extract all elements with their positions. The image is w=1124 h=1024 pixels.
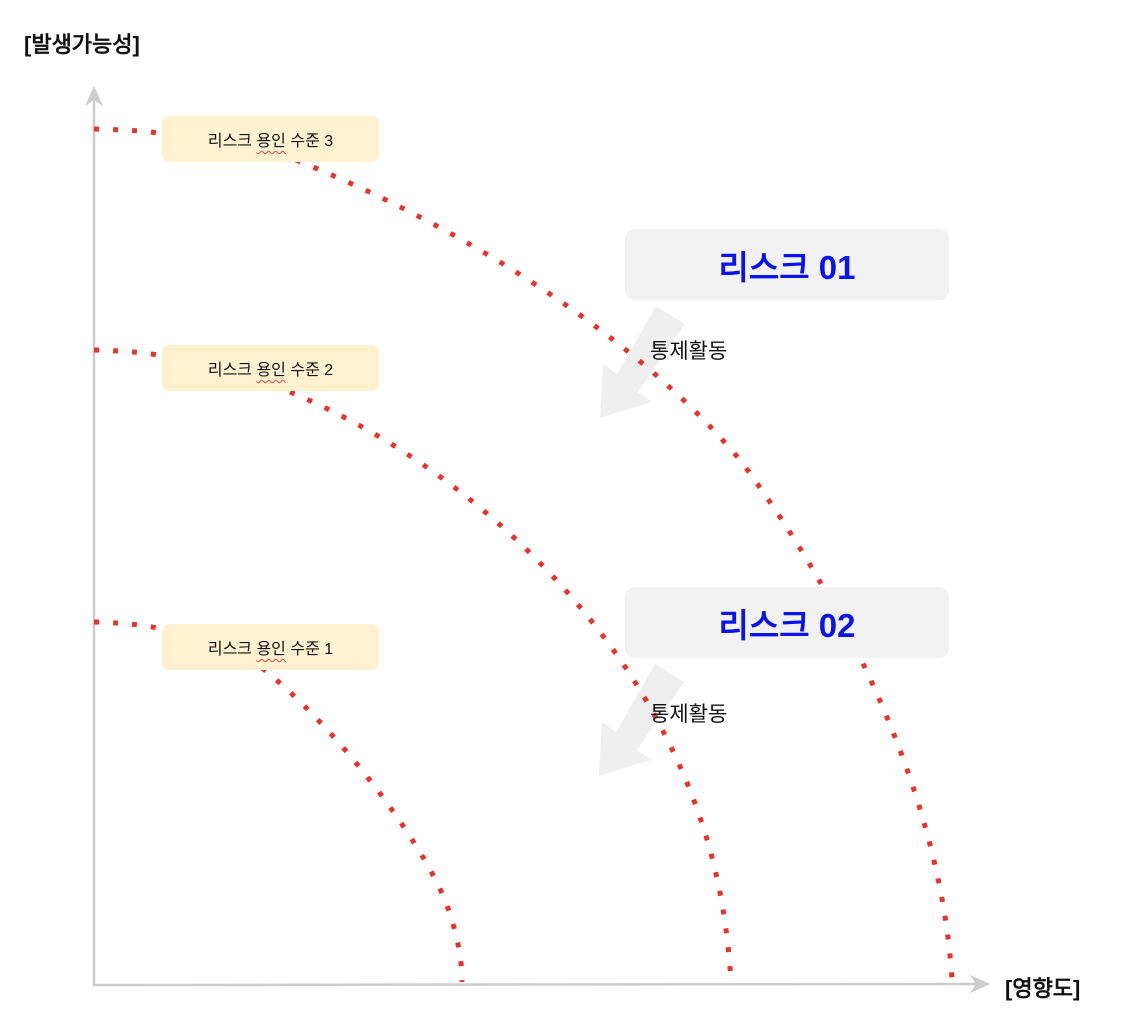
tolerance-curve-2 [93, 347, 734, 983]
tolerance-level-2-box: 리스크 용인 수준 2 [162, 345, 379, 391]
x-axis [92, 975, 990, 993]
risk-01-label: 리스크 01 [718, 248, 856, 286]
risk-02-label: 리스크 02 [718, 606, 856, 644]
control-activity-1-label: 통제활동 [650, 340, 728, 363]
risk-01-box: 리스크 01 [625, 229, 949, 300]
control-arrow-2 [599, 664, 684, 776]
x-axis-arrowhead-icon [970, 975, 990, 993]
spellcheck-word: 용인 [256, 641, 286, 658]
spellcheck-word: 용인 [256, 133, 286, 150]
risk-02-box: 리스크 02 [625, 587, 949, 658]
level-text-prefix: 리스크 [207, 641, 257, 658]
tolerance-curve-1 [93, 619, 465, 983]
level-text-suffix: 수준 2 [285, 362, 334, 379]
control-activity-2-label: 통제활동 [650, 703, 728, 726]
x-axis-label: [영향도] [1005, 976, 1081, 1001]
tolerance-curve-3 [93, 126, 955, 981]
level-text-suffix: 수준 1 [285, 641, 334, 658]
y-axis-arrowhead-icon [85, 86, 103, 106]
tolerance-level-3-box: 리스크 용인 수준 3 [162, 116, 379, 162]
level-text-suffix: 수준 3 [285, 133, 334, 150]
spellcheck-word: 용인 [256, 362, 286, 379]
level-text-prefix: 리스크 [207, 133, 257, 150]
y-axis-label: [발생가능성] [24, 32, 140, 57]
y-axis [85, 86, 103, 986]
level-text-prefix: 리스크 [207, 362, 257, 379]
tolerance-level-1-box: 리스크 용인 수준 1 [162, 624, 379, 670]
